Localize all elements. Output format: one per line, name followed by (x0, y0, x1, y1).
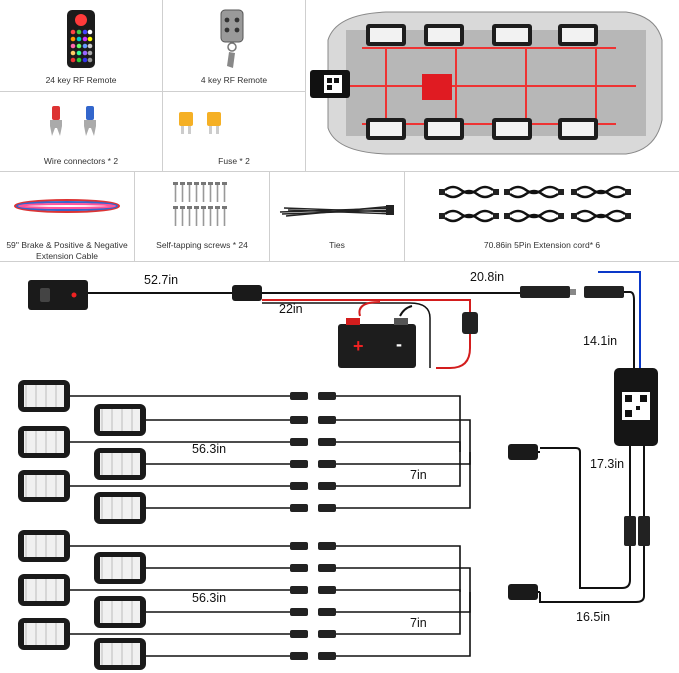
label-split-bottom: 16.5in (576, 610, 611, 624)
ties-caption: Ties (329, 240, 345, 250)
label-switch-cable: 52.7in (144, 273, 179, 287)
ties-icon (279, 205, 395, 217)
label-controller-cable: 14.1in (583, 334, 618, 348)
label-group2-short: 7in (410, 616, 427, 630)
screws-cell: Self-tapping screws * 24 (135, 172, 270, 262)
screws-caption: Self-tapping screws * 24 (156, 240, 248, 250)
remote-24-key-cell: 24 key RF Remote (0, 0, 163, 92)
brake-cable-caption: 59'' Brake & Positive & Negative Extensi… (6, 240, 128, 261)
remote-24-key-icon (67, 10, 95, 68)
fuse-icon (179, 112, 221, 134)
brake-cable-cell: 59'' Brake & Positive & Negative Extensi… (0, 172, 135, 262)
extension-cord-cell: 70.86in 5Pin Extension cord* 6 (405, 172, 679, 262)
wire-connectors-cell: Wire connectors * 2 (0, 92, 163, 172)
extension-cord-icon (439, 185, 631, 223)
car-wiring-diagram (306, 0, 679, 172)
battery-plus: + (353, 336, 364, 356)
label-battery-cable: 22in (279, 302, 303, 316)
extension-cord-caption: 70.86in 5Pin Extension cord* 6 (483, 240, 601, 250)
label-split-top: 17.3in (590, 457, 625, 471)
wire-connectors-icon (50, 106, 96, 136)
fuse-caption: Fuse * 2 (218, 156, 250, 166)
label-group1-long: 56.3in (192, 442, 227, 456)
label-group2-long: 56.3in (192, 591, 227, 605)
fuse-cell: Fuse * 2 (163, 92, 306, 172)
switch-box (28, 280, 88, 310)
brake-cable-icon (14, 199, 120, 213)
label-power-cable: 20.8in (470, 270, 505, 284)
wire-connectors-caption: Wire connectors * 2 (43, 156, 119, 166)
remote-24-key-caption: 24 key RF Remote (45, 75, 117, 85)
remote-4-key-icon (220, 9, 244, 68)
battery-minus: - (396, 334, 402, 354)
remote-4-key-caption: 4 key RF Remote (200, 75, 268, 85)
ties-cell: Ties (270, 172, 405, 262)
screws-icon (173, 182, 227, 226)
label-group1-short: 7in (410, 468, 427, 482)
battery-icon (338, 301, 416, 368)
remote-4-key-cell: 4 key RF Remote (163, 0, 306, 92)
